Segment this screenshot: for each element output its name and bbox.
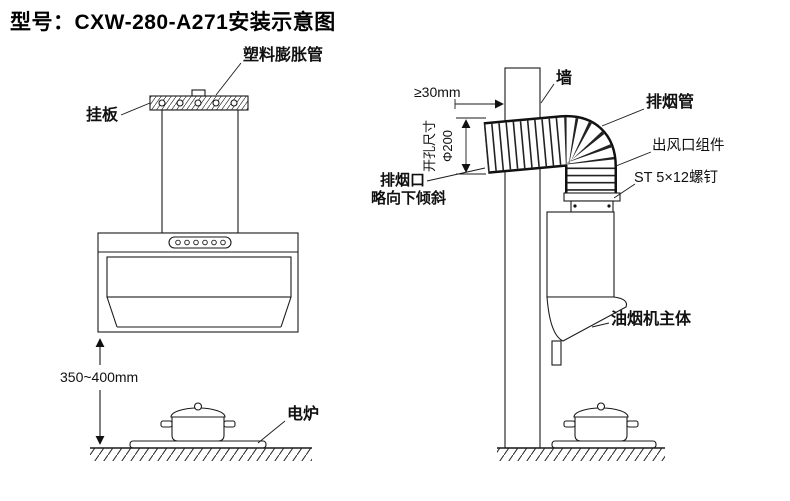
air-outlet-assembly-flange bbox=[563, 192, 621, 202]
leader-electric-stove bbox=[257, 420, 286, 444]
label-plastic-expansion-tube: 塑料膨胀管 bbox=[243, 45, 323, 64]
control-panel bbox=[168, 236, 232, 249]
label-screw-spec: ST 5×12螺钉 bbox=[634, 169, 718, 186]
hanging-plate-notch bbox=[191, 89, 206, 97]
page-title: 型号：CXW-280-A271安装示意图 bbox=[10, 11, 336, 34]
pot-body-side bbox=[574, 416, 628, 442]
control-button bbox=[211, 239, 217, 246]
hood-lower-slant-right bbox=[280, 296, 292, 328]
expansion-hole bbox=[230, 99, 238, 107]
hood-lower-slant-left bbox=[106, 296, 118, 328]
label-min-distance: ≥30mm bbox=[414, 84, 461, 100]
ground-hatch-front bbox=[90, 448, 312, 461]
stove-base bbox=[129, 440, 267, 449]
label-hood-body: 油烟机主体 bbox=[611, 309, 692, 328]
side-view bbox=[426, 67, 665, 461]
hood-front-lip-side bbox=[551, 340, 562, 366]
front-view bbox=[90, 62, 312, 461]
pot-lid-knob bbox=[193, 402, 203, 411]
label-outlet-note-line1: 排烟口 bbox=[380, 171, 425, 189]
label-outlet-assembly: 出风口组件 bbox=[652, 137, 725, 154]
label-hanging-plate: 挂板 bbox=[86, 105, 119, 124]
control-button bbox=[220, 239, 226, 246]
hood-front-panel bbox=[106, 256, 292, 298]
expansion-hole bbox=[158, 99, 166, 107]
exhaust-pipe-fill bbox=[483, 117, 615, 193]
stove-base-side bbox=[551, 440, 657, 449]
control-button bbox=[175, 239, 181, 246]
label-electric-stove: 电炉 bbox=[287, 404, 319, 423]
pot-handle-left bbox=[160, 420, 173, 428]
expansion-hole bbox=[194, 99, 202, 107]
label-install-height: 350~400mm bbox=[60, 369, 138, 385]
hood-canopy-side bbox=[546, 296, 628, 342]
screw-left bbox=[573, 204, 577, 208]
leader-exhaust-pipe bbox=[601, 108, 645, 127]
leader-outlet-note bbox=[426, 167, 486, 182]
pot-handle-right-side bbox=[626, 420, 639, 428]
label-hole-size-caption: 开孔尺寸 bbox=[422, 120, 437, 172]
leader-hanging-plate bbox=[120, 102, 151, 116]
label-exhaust-pipe: 排烟管 bbox=[646, 92, 694, 111]
leader-screws bbox=[613, 183, 636, 199]
pot-handle-left-side bbox=[563, 420, 576, 428]
leader-hood-body bbox=[591, 322, 610, 328]
hood-chimney bbox=[161, 109, 239, 234]
hood-body-side bbox=[546, 211, 615, 298]
control-button bbox=[202, 239, 208, 246]
expansion-hole bbox=[176, 99, 184, 107]
air-outlet-assembly-collar bbox=[570, 200, 614, 213]
label-hole-diameter: Φ200 bbox=[440, 130, 455, 162]
expansion-tube-holes bbox=[158, 99, 238, 107]
control-button bbox=[184, 239, 190, 246]
control-buttons bbox=[175, 239, 226, 246]
screw-right bbox=[607, 204, 611, 208]
expansion-hole bbox=[212, 99, 220, 107]
pot-side bbox=[551, 402, 657, 449]
pot-body bbox=[171, 416, 225, 442]
pot-lid-knob-side bbox=[596, 402, 606, 411]
ground-hatch-side bbox=[497, 448, 665, 461]
label-outlet-note-line2: 略向下倾斜 bbox=[371, 189, 446, 207]
leader-outlet-assembly bbox=[615, 151, 652, 167]
label-wall: 墙 bbox=[556, 68, 572, 87]
control-button bbox=[193, 239, 199, 246]
pot-handle-right bbox=[223, 420, 236, 428]
pot-front bbox=[129, 402, 267, 449]
leader-wall bbox=[540, 83, 555, 104]
leader-plastic-tube bbox=[215, 62, 242, 96]
